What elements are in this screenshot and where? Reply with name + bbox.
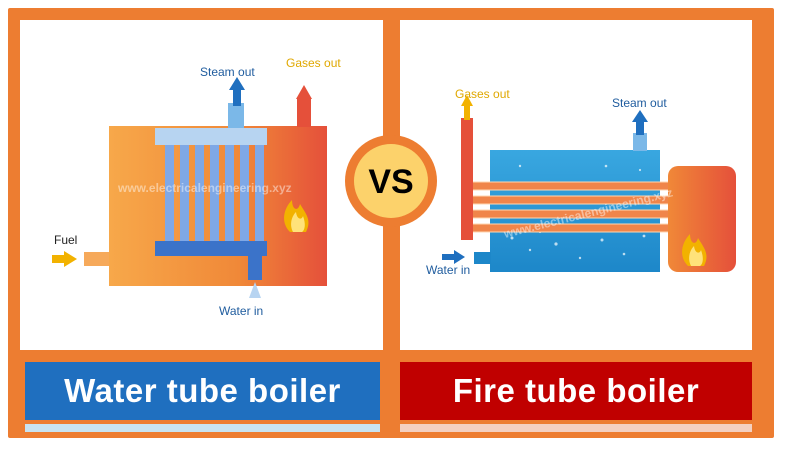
water-in-arrow-shaft [442,254,456,260]
tube [165,145,174,241]
fire-tube-strip [400,424,752,432]
steam-out-label: Steam out [612,96,667,110]
steam-drum [155,128,267,145]
flame-icon [682,234,707,266]
steam-out-arrow-head [632,110,648,122]
water-in-pipe [474,252,491,264]
mud-drum [155,241,267,256]
water-tube-boiler: www.electricalengineering.xyz Steam out … [52,56,341,318]
steam-out-label: Steam out [200,65,255,79]
tube [465,181,673,191]
steam-out-arrow-shaft [636,120,644,135]
flue-stack [461,118,473,240]
watermark: www.electricalengineering.xyz [117,181,292,195]
steam-out-arrow-head [229,77,245,90]
tube [465,223,673,233]
fire-tube-boiler: www.electricalengineering.xyz Gases out … [426,87,736,277]
gases-out-arrow [296,85,312,99]
water-in-arrow [249,282,261,298]
water-tubes [165,145,264,241]
vs-inner-circle [354,144,428,218]
gases-out-arrow-shaft [464,104,470,120]
gases-out-arrow-head [461,95,473,106]
steam-out-arrow-shaft [233,88,241,106]
tube [210,145,219,241]
fire-tube-title: Fire tube boiler [400,362,752,420]
steam-pipe [633,133,647,151]
tube [180,145,189,241]
gases-out-label: Gases out [286,56,341,70]
water-in-pipe [248,256,262,280]
water-in-label: Water in [426,263,470,277]
tube [195,145,204,241]
water-tube-title: Water tube boiler [25,362,380,420]
chimney [297,99,311,127]
fuel-arrow-shaft [52,255,66,263]
water-in-arrow-head [454,250,465,264]
vs-label: VS [368,163,413,201]
steam-pipe [228,103,244,129]
tube [240,145,249,241]
flame-icon [284,200,309,232]
fuel-arrow-head [64,251,77,267]
tube [255,145,264,241]
gases-out-label: Gases out [455,87,510,101]
water-tube-strip [25,424,380,432]
fuel-label: Fuel [54,233,77,247]
water-in-label: Water in [219,304,263,318]
tube [225,145,234,241]
vs-badge: VS [345,135,437,227]
